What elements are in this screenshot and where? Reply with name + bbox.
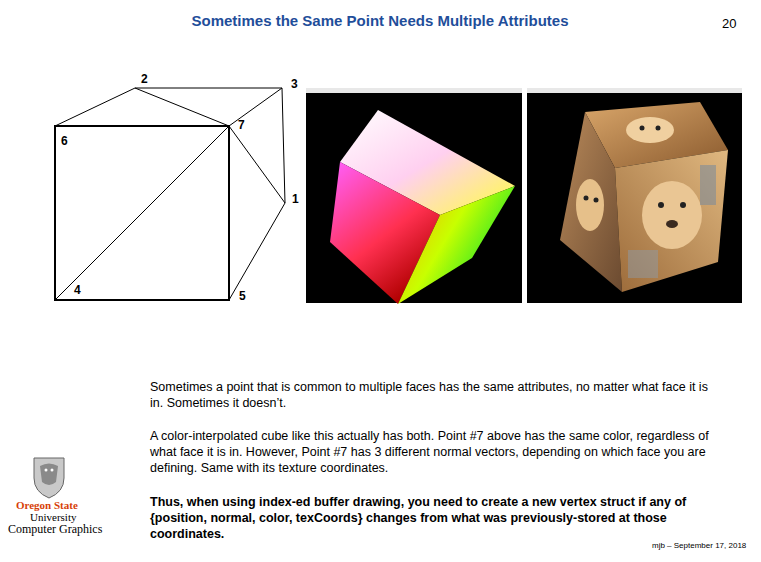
dog-eye <box>656 126 661 131</box>
vertex-number-holder: 1 <box>292 192 299 206</box>
color-cube-window <box>306 88 522 304</box>
vertex-number-holder: 4 <box>74 284 81 297</box>
university-logo <box>34 458 64 498</box>
window-title-bar <box>527 88 742 93</box>
vertex-number-holder: 5 <box>239 289 246 303</box>
vertex-number: 3 <box>291 77 298 91</box>
page-number: 20 <box>722 16 736 31</box>
cube-edge <box>229 126 285 203</box>
vertex-number: 2 <box>141 72 148 86</box>
vertex-number-holder: 2 <box>141 72 148 86</box>
textured-cube-window <box>527 88 742 303</box>
vertex-number: 4 <box>74 284 81 297</box>
cube-edge <box>55 126 229 300</box>
slide-title: Sometimes the Same Point Needs Multiple … <box>60 12 700 30</box>
vertex-number: 1 <box>292 192 299 206</box>
vertex-number: 6 <box>61 134 68 148</box>
room-background <box>628 250 658 278</box>
logo-text-holder: University <box>30 511 76 523</box>
body-paragraph-holder: A color-interpolated cube like this actu… <box>150 428 720 476</box>
vertex-number-holder: 3 <box>291 77 298 91</box>
cube-face <box>560 112 622 292</box>
body-paragraph-holder: Sometimes a point that is common to mult… <box>150 379 720 411</box>
dog-nose <box>666 220 678 228</box>
cube-face <box>615 150 728 292</box>
emphasis-paragraph-holder: Thus, when using index-ed buffer drawing… <box>150 494 720 542</box>
dog-eye <box>594 198 599 203</box>
slide-title-holder: Sometimes the Same Point Needs Multiple … <box>60 12 700 30</box>
logo-eye <box>51 469 54 472</box>
cube-edge <box>229 203 285 300</box>
vertex-number-holder: 7 <box>238 118 245 132</box>
footer-credit: mjb – September 17, 2018 <box>652 541 746 551</box>
window-background <box>306 88 522 303</box>
cube-edge <box>282 88 285 203</box>
window-title-bar <box>306 88 522 93</box>
cube-edge <box>135 88 229 126</box>
logo-beaver <box>40 464 58 486</box>
logo-text: University <box>30 511 76 523</box>
vertex-number-holder: 6 <box>61 134 68 148</box>
footer-credit-holder: mjb – September 17, 2018 <box>652 541 746 551</box>
window-background <box>527 88 742 303</box>
cube-edge <box>229 88 282 126</box>
dog-eye <box>584 196 589 201</box>
logo-text-holder: Computer Graphics <box>8 523 102 536</box>
cube-front-face <box>55 126 229 300</box>
page-number-holder: 20 <box>722 16 736 31</box>
logo-text-holder: Oregon State <box>16 499 78 511</box>
logo-text: Oregon State <box>16 499 78 511</box>
dog-eye <box>680 202 686 208</box>
dog-eye <box>658 202 664 208</box>
dog-eye <box>640 126 645 131</box>
cube-edge <box>55 88 135 126</box>
body-paragraph: A color-interpolated cube like this actu… <box>150 428 720 476</box>
vertex-number: 5 <box>239 289 246 303</box>
room-background <box>700 165 716 205</box>
dog-face <box>642 181 702 249</box>
cube-wireframe <box>55 88 285 300</box>
logo-text: Computer Graphics <box>8 523 102 536</box>
dog-face <box>626 117 674 143</box>
cube-edge <box>135 88 282 89</box>
vertex-number: 7 <box>238 118 245 132</box>
cube-face <box>398 186 515 304</box>
dog-face <box>576 179 604 231</box>
logo-eye <box>45 469 48 472</box>
logo-shield <box>34 458 64 498</box>
emphasis-paragraph: Thus, when using index-ed buffer drawing… <box>150 494 720 542</box>
body-paragraph: Sometimes a point that is common to mult… <box>150 379 720 411</box>
